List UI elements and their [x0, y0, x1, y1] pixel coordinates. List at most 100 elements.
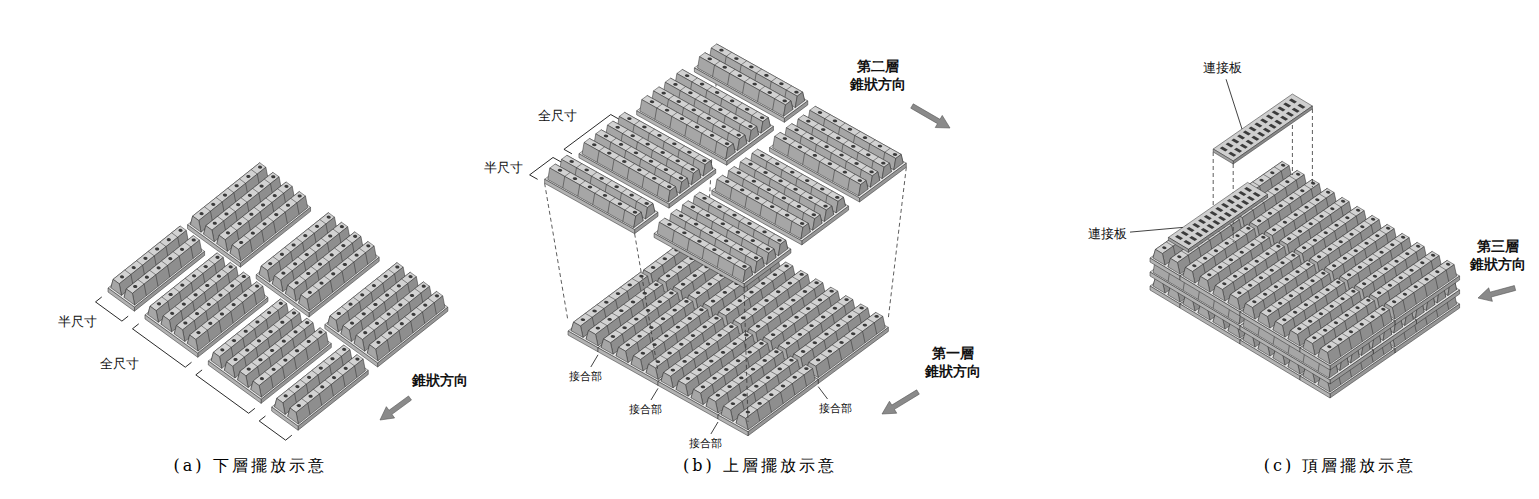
- vent-hole: [766, 376, 771, 379]
- cone-seam: [608, 202, 610, 213]
- vent-hole: [239, 241, 243, 244]
- cone-seam: [867, 319, 874, 323]
- cone-seam: [837, 302, 844, 306]
- cone-seam: [704, 243, 709, 247]
- ridge-face: [190, 216, 201, 232]
- cone-seam: [283, 367, 285, 379]
- cone-seam: [820, 354, 827, 358]
- cone-seam: [835, 166, 840, 170]
- vent-hole: [730, 99, 735, 102]
- size-bracket: [96, 297, 129, 321]
- vent-hole: [230, 284, 234, 287]
- cone-seam: [609, 296, 616, 300]
- cone-seam: [841, 319, 848, 323]
- vent-hole: [626, 343, 631, 346]
- vent-hole: [812, 213, 817, 216]
- cone-seam: [428, 298, 434, 302]
- vent-hole: [257, 339, 261, 342]
- vent-hole: [603, 194, 608, 197]
- cone-seam: [279, 208, 285, 212]
- ridge-face: [801, 223, 810, 239]
- cone-seam: [390, 288, 396, 292]
- vent-hole: [770, 205, 775, 208]
- cone-seam: [200, 307, 206, 311]
- vent-hole: [637, 335, 642, 338]
- cone-seam: [231, 312, 233, 324]
- cone-seam: [846, 157, 851, 161]
- vent-hole: [384, 275, 388, 278]
- cone-seam: [790, 221, 792, 232]
- vent-hole: [385, 294, 389, 297]
- vent-hole: [573, 177, 578, 180]
- cone-seam: [239, 179, 245, 183]
- cone-seam: [162, 297, 168, 301]
- cone-seam: [682, 163, 687, 167]
- cone-seam: [422, 312, 424, 324]
- vent-hole: [167, 238, 171, 241]
- cone-seam: [827, 358, 830, 369]
- cone-seam: [732, 184, 737, 188]
- vent-hole: [292, 311, 296, 314]
- vent-hole: [178, 229, 182, 232]
- cone-seam: [238, 353, 244, 357]
- cone-seam: [365, 288, 371, 292]
- cone-seam: [308, 229, 314, 233]
- vent-hole: [286, 204, 290, 207]
- vent-hole: [157, 266, 161, 269]
- cone-seam: [679, 146, 684, 150]
- vent-hole: [680, 117, 685, 120]
- vent-hole: [747, 351, 752, 354]
- vent-hole: [803, 290, 808, 293]
- cone-seam: [766, 277, 773, 281]
- ridge-face: [668, 187, 677, 203]
- vent-hole: [711, 300, 716, 303]
- cone-seam: [769, 294, 776, 298]
- vent-hole: [596, 327, 601, 330]
- vent-hole: [779, 307, 784, 310]
- cone-seam: [680, 87, 685, 91]
- vent-hole: [305, 321, 309, 324]
- vent-hole: [679, 177, 684, 180]
- ridge-face: [224, 362, 235, 378]
- vent-hole: [331, 272, 335, 275]
- cone-seam: [755, 166, 760, 170]
- cone-seam: [242, 217, 248, 221]
- ridge-face: [894, 154, 903, 170]
- cone-seam: [729, 363, 736, 367]
- vent-hole: [783, 325, 788, 328]
- vent-hole: [818, 111, 823, 114]
- cone-seam: [699, 346, 706, 350]
- ridge-face: [571, 322, 583, 337]
- vent-hole: [269, 330, 273, 333]
- vent-hole: [732, 214, 737, 217]
- cone-seam: [656, 163, 661, 167]
- vent-hole: [851, 145, 856, 148]
- vent-hole: [739, 248, 744, 251]
- vent-hole: [752, 180, 757, 183]
- vent-hole: [400, 322, 404, 325]
- cone-seam: [249, 324, 255, 328]
- cone-seam: [715, 295, 722, 299]
- base-plate: [272, 351, 369, 426]
- vent-hole: [337, 312, 341, 315]
- cone-seam: [690, 372, 697, 376]
- cone-seam: [251, 170, 257, 174]
- vent-hole: [751, 239, 756, 242]
- cone-seam: [403, 298, 409, 302]
- vent-hole: [863, 136, 868, 139]
- ridge-face: [882, 163, 891, 179]
- cone-seam: [606, 181, 611, 185]
- vent-hole: [820, 188, 825, 191]
- vent-hole: [207, 303, 211, 306]
- cone-seam: [323, 257, 329, 261]
- cone-seam: [829, 328, 836, 332]
- vent-hole: [762, 230, 767, 233]
- vent-hole: [712, 377, 717, 380]
- vent-hole: [848, 315, 853, 318]
- cone-seam: [746, 251, 751, 255]
- vent-hole: [717, 334, 722, 337]
- cone-seam: [754, 286, 761, 290]
- cone-seam: [600, 322, 607, 326]
- vent-hole: [255, 285, 259, 288]
- vent-hole: [588, 186, 593, 189]
